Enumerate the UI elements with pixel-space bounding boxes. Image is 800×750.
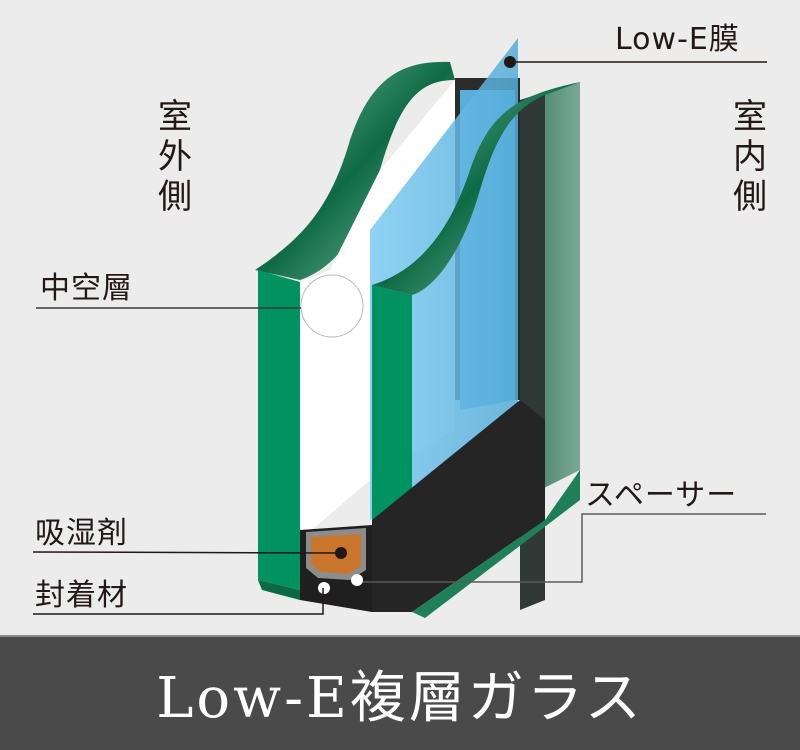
hollow-layer-marker (300, 274, 364, 338)
sealant-marker (318, 582, 330, 594)
spacer-marker (351, 574, 363, 586)
glass-cross-section-illustration (32, 38, 767, 618)
inner-pane-top (372, 82, 580, 295)
callout-sealant: 封着材 (35, 578, 128, 613)
sealant-leader (33, 588, 324, 615)
callout-spacer: スペーサー (585, 478, 738, 513)
title-banner: Low-E複層ガラス (0, 635, 800, 750)
spacer-leader (363, 513, 766, 583)
product-title: Low-E複層ガラス (156, 666, 644, 731)
callout-desiccant: 吸湿剤 (35, 516, 128, 551)
callout-low-e-film: Low-E膜 (615, 22, 740, 57)
outer-pane-top (255, 61, 455, 280)
inner-pane-side (540, 82, 580, 490)
indoor-side-label: 室 内 側 (733, 97, 767, 217)
outer-pane-front (258, 270, 300, 590)
desiccant-leader (32, 551, 342, 554)
outdoor-side-label: 室 外 側 (158, 97, 192, 217)
callout-hollow-layer: 中空層 (40, 271, 133, 306)
